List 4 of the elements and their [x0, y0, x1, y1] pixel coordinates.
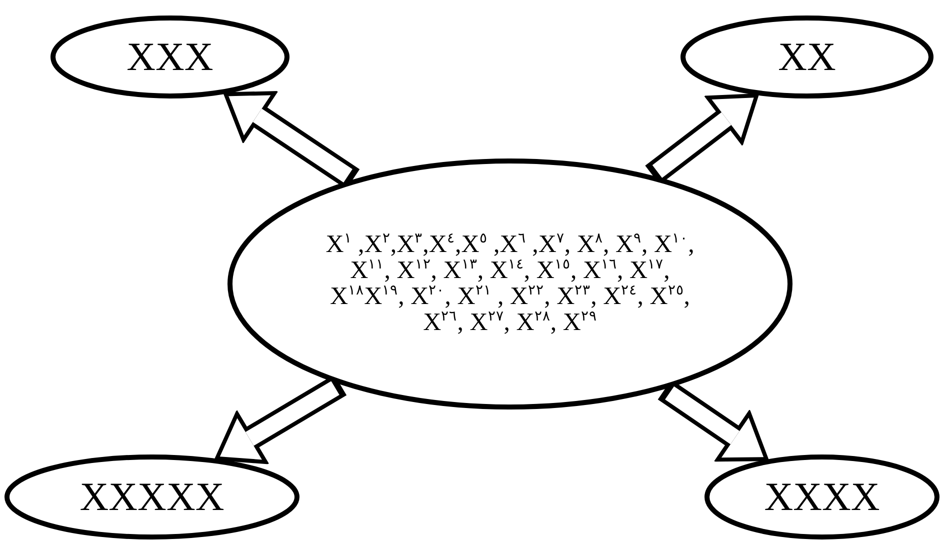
node-label: XXXX [763, 475, 881, 519]
node-label: XX [777, 35, 837, 79]
node-label: XXXXX [78, 475, 226, 519]
node-label: XXX [126, 35, 214, 79]
